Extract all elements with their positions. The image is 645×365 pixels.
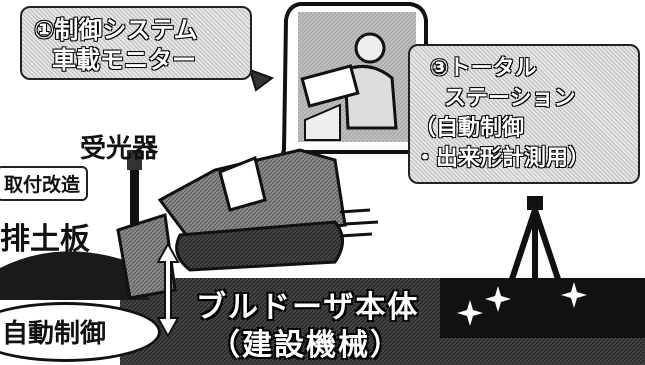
bulldozer-track: [175, 220, 344, 272]
control-system-subtitle: 車載モニター: [52, 46, 196, 74]
motion-lines: [339, 208, 379, 238]
light-points: [457, 282, 587, 326]
up-down-arrow: [156, 241, 180, 339]
total-station-subtitle: ステーション: [444, 86, 576, 111]
receiver-head: [127, 150, 142, 170]
monitor-panel: [300, 64, 360, 108]
callout-pointer: [248, 68, 275, 92]
tripod: [507, 209, 563, 286]
bulldozer-name: ブルドーザ本体: [196, 290, 420, 325]
total-station-callout: [408, 44, 640, 184]
control-system-title: ①制御システム: [34, 16, 198, 44]
receiver-pole: [130, 155, 139, 250]
soil-mound: [0, 251, 150, 300]
total-station-note1: （自動制御: [414, 116, 525, 141]
total-station-title: ③トータル: [430, 56, 537, 81]
attachment-label: 取付改造: [0, 166, 89, 201]
receiver-label: 受光器: [80, 134, 159, 164]
auto-control-bubble: [0, 302, 161, 362]
bulldozer-category: （建設機械）: [210, 328, 402, 363]
operator-helmet: [354, 32, 386, 64]
bulldozer-blade: [116, 213, 177, 300]
total-station-device: [527, 196, 543, 210]
control-lever: [304, 103, 341, 141]
blade-label: 排土板: [0, 222, 90, 257]
bulldozer-cab-window: [218, 155, 267, 212]
control-system-callout: [20, 6, 252, 80]
auto-control-label: 自動制御: [2, 319, 107, 349]
night-ground: [440, 278, 645, 338]
total-station-note2: ・出来形計測用）: [414, 146, 591, 171]
